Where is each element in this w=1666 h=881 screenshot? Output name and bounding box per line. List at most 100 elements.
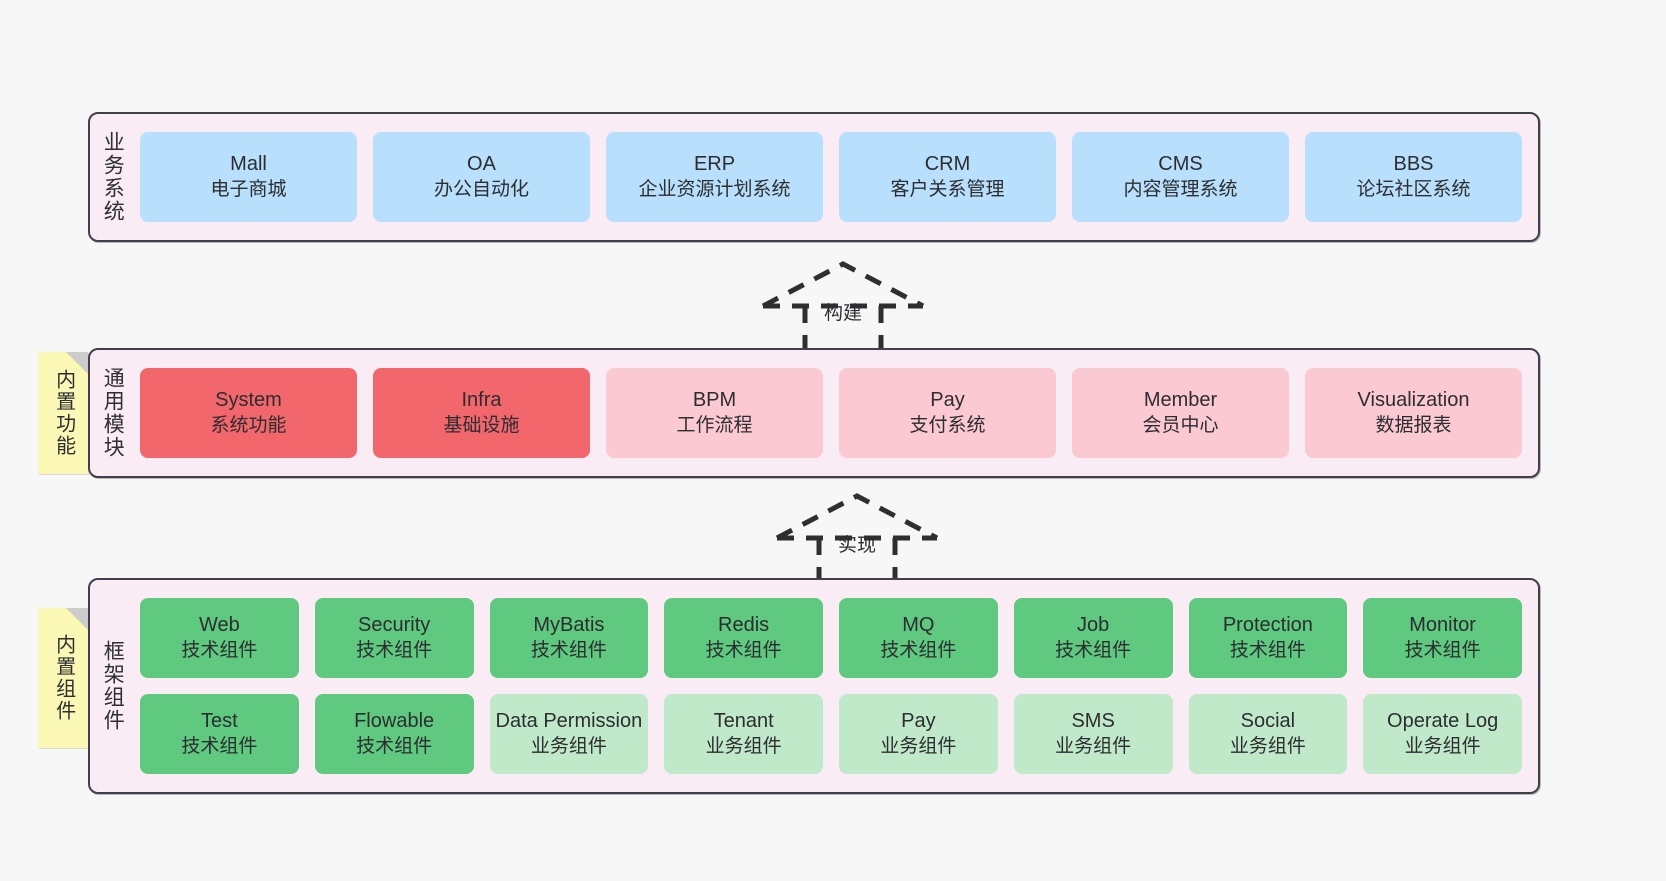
layer-framework-component[interactable]: 框架组件 Web 技术组件 Security 技术组件 MyBatis 技术组件…	[88, 578, 1540, 794]
node-erp-name: ERP	[693, 153, 736, 176]
node-oa-name: OA	[467, 153, 496, 176]
node-monitor-name: Monitor	[1409, 614, 1476, 637]
node-system-subname: 系统功能	[210, 414, 287, 436]
layer-common-module[interactable]: 通用模块 System 系统功能 Infra 基础设施 BPM 工作流程 Pay…	[88, 348, 1540, 478]
framework-component-node-group: Web 技术组件 Security 技术组件 MyBatis 技术组件 Redi…	[134, 580, 1538, 792]
framework-row-technical: Web 技术组件 Security 技术组件 MyBatis 技术组件 Redi…	[140, 598, 1522, 678]
node-oa-subname: 办公自动化	[433, 178, 529, 200]
node-bpm[interactable]: BPM 工作流程	[606, 368, 823, 458]
node-flowable[interactable]: Flowable 技术组件	[314, 694, 474, 774]
node-protection-subname: 技术组件	[1229, 639, 1306, 661]
node-bbs-name: BBS	[1393, 153, 1434, 176]
node-tenant-name: Tenant	[713, 710, 774, 733]
node-visualization[interactable]: Visualization 数据报表	[1305, 368, 1522, 458]
node-mybatis-name: MyBatis	[533, 614, 605, 637]
node-job[interactable]: Job 技术组件	[1013, 598, 1173, 678]
node-crm-subname: 客户关系管理	[890, 178, 1005, 200]
node-visualization-subname: 数据报表	[1375, 414, 1452, 436]
node-sms[interactable]: SMS 业务组件	[1013, 694, 1173, 774]
node-monitor[interactable]: Monitor 技术组件	[1363, 598, 1522, 678]
node-mq-name: MQ	[902, 614, 935, 637]
node-redis-name: Redis	[718, 614, 770, 637]
node-pay-module-subname: 支付系统	[909, 414, 986, 436]
connector-build: 构建	[758, 260, 928, 356]
node-pay-component[interactable]: Pay 业务组件	[839, 694, 998, 774]
node-web-name: Web	[198, 614, 240, 637]
node-flowable-subname: 技术组件	[356, 735, 433, 757]
node-data-permission-subname: 业务组件	[530, 735, 607, 757]
node-erp-subname: 企业资源计划系统	[638, 178, 791, 200]
node-pay-component-subname: 业务组件	[880, 735, 957, 757]
node-mall-name: Mall	[230, 153, 267, 176]
node-security-name: Security	[358, 614, 431, 637]
node-tenant-subname: 业务组件	[705, 735, 782, 757]
node-sms-name: SMS	[1071, 710, 1115, 733]
node-redis[interactable]: Redis 技术组件	[664, 598, 823, 678]
layer-title-framework-component: 框架组件	[101, 640, 125, 732]
layer-business-system[interactable]: 业务系统 Mall 电子商城 OA 办公自动化 ERP 企业资源计划系统 CRM…	[88, 112, 1540, 242]
node-cms[interactable]: CMS 内容管理系统	[1072, 132, 1289, 222]
node-test-subname: 技术组件	[181, 735, 258, 757]
note-built-in-features-label: 内置功能	[52, 369, 75, 457]
node-job-name: Job	[1077, 614, 1110, 637]
note-built-in-components[interactable]: 内置组件	[38, 608, 88, 748]
node-system[interactable]: System 系统功能	[140, 368, 357, 458]
node-mybatis-subname: 技术组件	[530, 639, 607, 661]
node-bbs-subname: 论坛社区系统	[1356, 178, 1471, 200]
node-web-subname: 技术组件	[181, 639, 258, 661]
node-bbs[interactable]: BBS 论坛社区系统	[1305, 132, 1522, 222]
node-crm-name: CRM	[924, 153, 971, 176]
node-cms-subname: 内容管理系统	[1123, 178, 1238, 200]
node-system-name: System	[215, 389, 282, 412]
node-social-name: Social	[1240, 710, 1296, 733]
node-tenant[interactable]: Tenant 业务组件	[664, 694, 823, 774]
node-mall[interactable]: Mall 电子商城	[140, 132, 357, 222]
node-security[interactable]: Security 技术组件	[314, 598, 474, 678]
note-fold-icon	[66, 608, 88, 630]
node-infra-name: Infra	[461, 389, 502, 412]
node-operate-log[interactable]: Operate Log 业务组件	[1363, 694, 1522, 774]
node-pay-module-name: Pay	[930, 389, 965, 412]
node-protection-name: Protection	[1222, 614, 1313, 637]
node-redis-subname: 技术组件	[705, 639, 782, 661]
node-operate-log-subname: 业务组件	[1404, 735, 1481, 757]
node-data-permission[interactable]: Data Permission 业务组件	[489, 694, 649, 774]
connector-build-label: 构建	[823, 303, 863, 324]
node-job-subname: 技术组件	[1055, 639, 1132, 661]
node-protection[interactable]: Protection 技术组件	[1188, 598, 1348, 678]
node-social-subname: 业务组件	[1229, 735, 1306, 757]
node-oa[interactable]: OA 办公自动化	[373, 132, 590, 222]
node-bpm-name: BPM	[692, 389, 737, 412]
node-monitor-subname: 技术组件	[1404, 639, 1481, 661]
common-module-node-group: System 系统功能 Infra 基础设施 BPM 工作流程 Pay 支付系统…	[134, 350, 1538, 476]
node-bpm-subname: 工作流程	[676, 414, 753, 436]
node-visualization-name: Visualization	[1357, 389, 1470, 412]
node-infra[interactable]: Infra 基础设施	[373, 368, 590, 458]
node-security-subname: 技术组件	[356, 639, 433, 661]
node-crm[interactable]: CRM 客户关系管理	[839, 132, 1056, 222]
connector-implement-label: 实现	[837, 535, 877, 556]
node-flowable-name: Flowable	[354, 710, 435, 733]
node-web[interactable]: Web 技术组件	[140, 598, 299, 678]
node-mq[interactable]: MQ 技术组件	[839, 598, 998, 678]
node-cms-name: CMS	[1158, 153, 1203, 176]
business-system-node-group: Mall 电子商城 OA 办公自动化 ERP 企业资源计划系统 CRM 客户关系…	[134, 114, 1538, 240]
node-mq-subname: 技术组件	[880, 639, 957, 661]
connector-implement: 实现	[772, 492, 942, 588]
node-social[interactable]: Social 业务组件	[1188, 694, 1348, 774]
node-member-subname: 会员中心	[1142, 414, 1219, 436]
node-pay-module[interactable]: Pay 支付系统	[839, 368, 1056, 458]
node-data-permission-name: Data Permission	[495, 710, 643, 733]
node-member-name: Member	[1143, 389, 1218, 412]
node-erp[interactable]: ERP 企业资源计划系统	[606, 132, 823, 222]
node-sms-subname: 业务组件	[1055, 735, 1132, 757]
note-built-in-features[interactable]: 内置功能	[38, 352, 88, 474]
layer-title-common-module: 通用模块	[101, 367, 125, 459]
node-test[interactable]: Test 技术组件	[140, 694, 299, 774]
node-member[interactable]: Member 会员中心	[1072, 368, 1289, 458]
node-operate-log-name: Operate Log	[1387, 710, 1499, 733]
node-mybatis[interactable]: MyBatis 技术组件	[489, 598, 649, 678]
framework-row-business: Test 技术组件 Flowable 技术组件 Data Permission …	[140, 694, 1522, 774]
layer-title-business-system: 业务系统	[101, 131, 125, 223]
